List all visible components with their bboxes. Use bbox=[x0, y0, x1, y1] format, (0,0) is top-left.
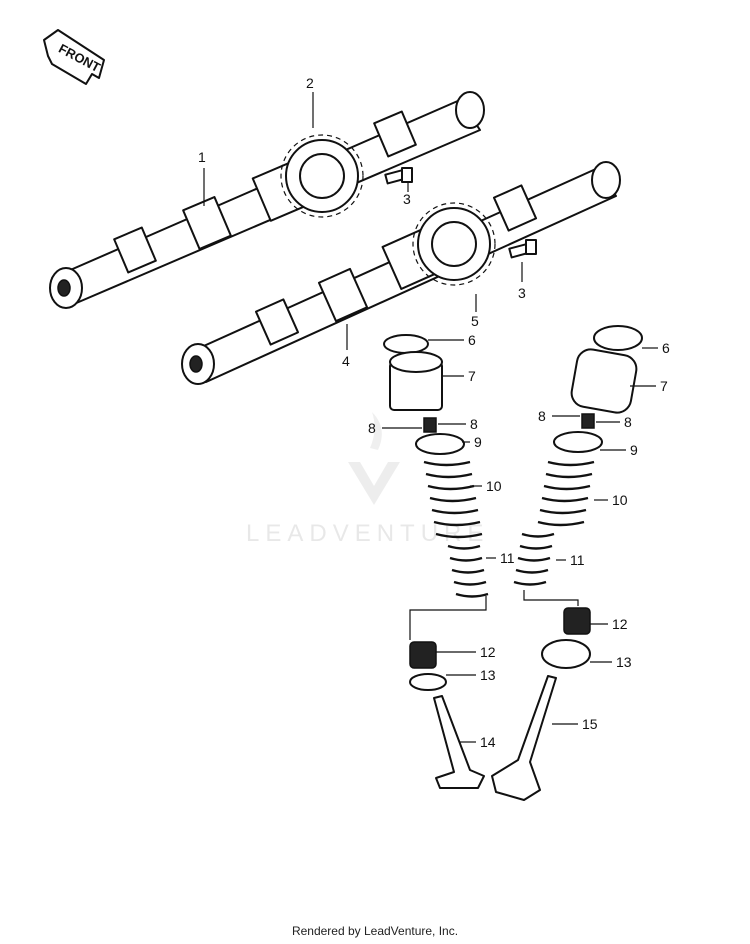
callout-10-right: 10 bbox=[612, 492, 628, 508]
callout-2: 2 bbox=[306, 75, 314, 91]
callout-12-left: 12 bbox=[480, 644, 496, 660]
callout-3-lower: 3 bbox=[518, 285, 526, 301]
sprocket-upper bbox=[280, 134, 364, 218]
callout-8-left-b: 8 bbox=[470, 416, 478, 432]
footer-credit: Rendered by LeadVenture, Inc. bbox=[291, 924, 459, 938]
leader-lines bbox=[203, 92, 658, 743]
callout-8-right-b: 8 bbox=[624, 414, 632, 430]
callout-5: 5 bbox=[471, 313, 479, 329]
exhaust-valve bbox=[491, 675, 557, 801]
callout-1: 1 bbox=[198, 149, 206, 165]
valve-seal-right bbox=[563, 607, 591, 635]
callout-labels: 1 2 3 3 4 5 6 6 7 7 8 8 8 8 9 9 10 10 11… bbox=[198, 75, 670, 750]
inner-spring-left bbox=[447, 544, 489, 598]
callout-7-left: 7 bbox=[468, 368, 476, 384]
keeper-right bbox=[581, 413, 595, 429]
callout-11-left: 11 bbox=[500, 550, 515, 566]
callout-8-left-a: 8 bbox=[368, 420, 376, 436]
spring-seat-left bbox=[409, 673, 447, 691]
bolt-upper bbox=[384, 167, 413, 185]
callout-7-right: 7 bbox=[660, 378, 668, 394]
callout-6-left: 6 bbox=[468, 332, 476, 348]
callout-9-left: 9 bbox=[474, 434, 482, 450]
valve-seal-left bbox=[409, 641, 437, 669]
callout-14: 14 bbox=[480, 734, 496, 750]
outer-spring-right bbox=[537, 460, 595, 527]
retainer-left bbox=[415, 433, 465, 455]
outer-spring-left bbox=[423, 460, 483, 539]
shim-left bbox=[383, 334, 429, 354]
callout-15: 15 bbox=[582, 716, 598, 732]
callout-3-upper: 3 bbox=[403, 191, 411, 207]
inner-spring-right bbox=[513, 532, 555, 586]
callout-11-right: 11 bbox=[570, 552, 585, 568]
callout-4: 4 bbox=[342, 353, 350, 369]
intake-valve bbox=[433, 695, 485, 789]
keeper-left bbox=[423, 417, 437, 433]
retainer-right bbox=[553, 431, 603, 453]
valve-train-left bbox=[383, 334, 489, 789]
front-arrow: FRONT bbox=[43, 29, 105, 85]
bolt-lower bbox=[508, 239, 537, 259]
callout-8-right-a: 8 bbox=[538, 408, 546, 424]
callout-13-left: 13 bbox=[480, 667, 496, 683]
shim-right bbox=[593, 325, 643, 351]
sprocket-lower bbox=[412, 202, 496, 286]
callout-13-right: 13 bbox=[616, 654, 632, 670]
callout-6-right: 6 bbox=[662, 340, 670, 356]
callout-12-right: 12 bbox=[612, 616, 628, 632]
callout-9-right: 9 bbox=[630, 442, 638, 458]
callout-10-left: 10 bbox=[486, 478, 502, 494]
lifter-right bbox=[570, 348, 638, 414]
spring-seat-right bbox=[541, 639, 591, 669]
